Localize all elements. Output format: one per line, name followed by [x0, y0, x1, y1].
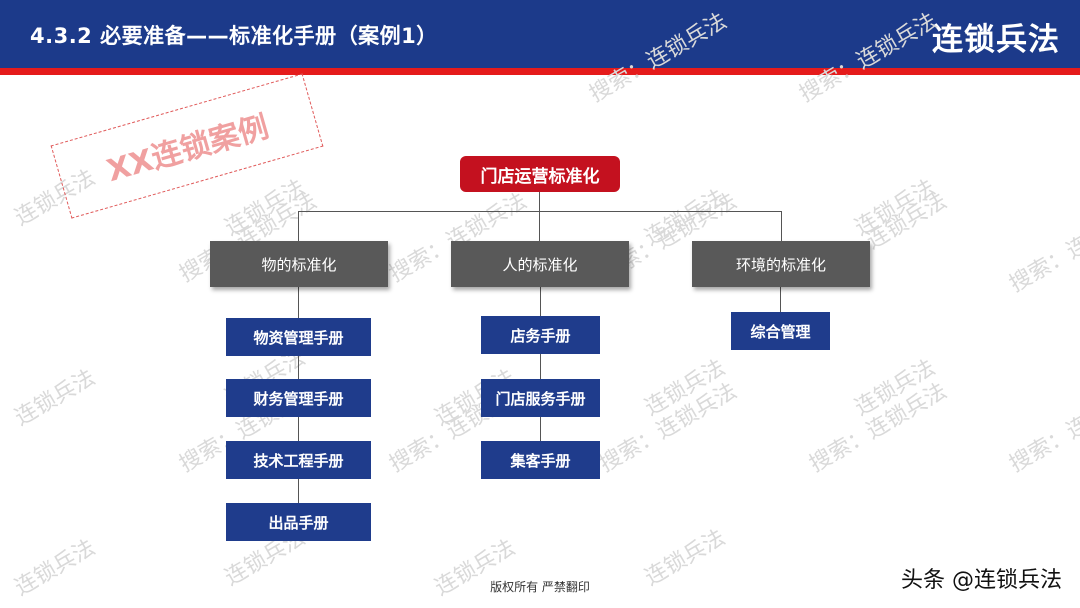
- watermark: 搜索：连锁兵法: [1005, 378, 1080, 478]
- page-title: 4.3.2 必要准备——标准化手册（案例1）: [30, 24, 438, 48]
- header-stripe: [0, 68, 1080, 75]
- manual-customer: 集客手册: [481, 441, 600, 479]
- brand-logo-text: 连锁兵法: [932, 22, 1060, 58]
- connector-root-down: [539, 192, 540, 211]
- watermark: 搜索：连锁兵法: [1005, 198, 1080, 298]
- connector-cat-2: [539, 211, 540, 241]
- connector-horizontal: [298, 211, 782, 212]
- category-environment: 环境的标准化: [692, 241, 870, 287]
- source-credit: 头条 @连锁兵法: [901, 568, 1062, 593]
- manual-store-service: 门店服务手册: [481, 379, 600, 417]
- manual-finance: 财务管理手册: [226, 379, 371, 417]
- watermark: 连锁兵法: [10, 365, 100, 431]
- connector-cat-3: [781, 211, 782, 241]
- category-people: 人的标准化: [451, 241, 629, 287]
- connector-col-2: [540, 287, 541, 441]
- root-node: 门店运营标准化: [460, 156, 620, 192]
- header-bar: 4.3.2 必要准备——标准化手册（案例1） 连锁兵法: [0, 0, 1080, 68]
- category-goods: 物的标准化: [210, 241, 388, 287]
- manual-store-affairs: 店务手册: [481, 316, 600, 354]
- connector-cat-1: [298, 211, 299, 241]
- manual-engineering: 技术工程手册: [226, 441, 371, 479]
- manual-output: 出品手册: [226, 503, 371, 541]
- manual-materials: 物资管理手册: [226, 318, 371, 356]
- copyright-notice: 版权所有 严禁翻印: [490, 580, 590, 594]
- manual-general: 综合管理: [731, 312, 830, 350]
- case-stamp-text: XX连锁案例: [103, 109, 273, 190]
- connector-col-3: [780, 287, 781, 312]
